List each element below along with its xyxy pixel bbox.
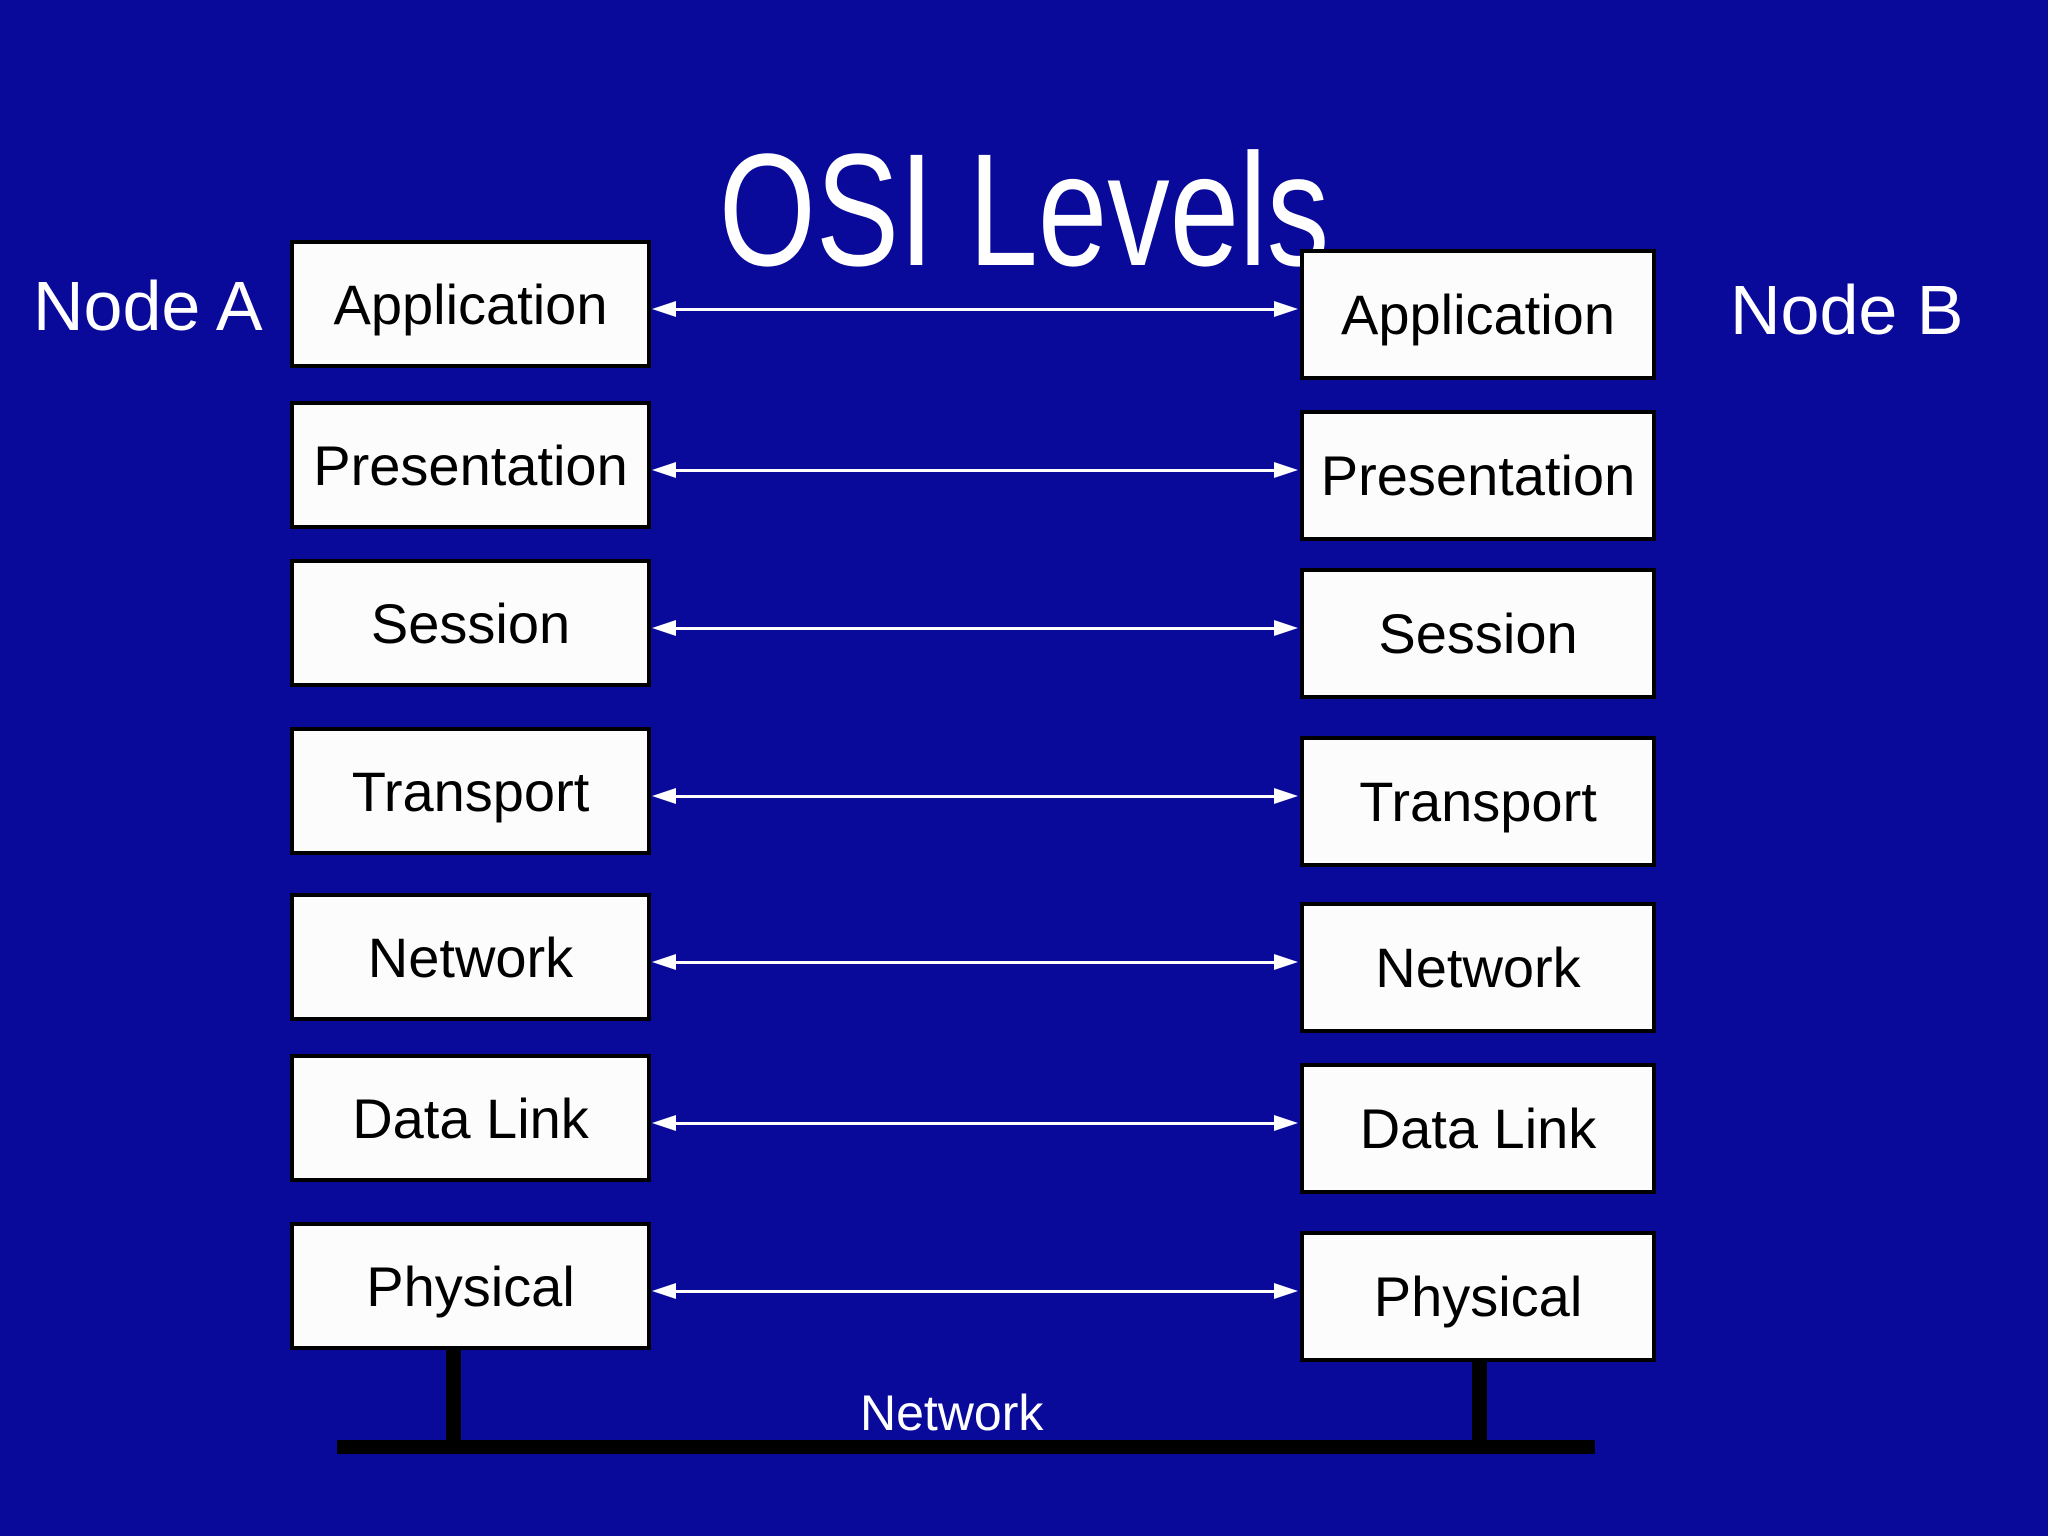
arrowhead-right-icon	[1274, 788, 1298, 804]
application-link-arrow	[652, 301, 1298, 317]
node-a-data-link-box: Data Link	[290, 1054, 651, 1182]
arrowhead-left-icon	[652, 462, 676, 478]
arrow-line	[668, 308, 1282, 311]
node-a-transport-box: Transport	[290, 727, 651, 855]
arrowhead-left-icon	[652, 788, 676, 804]
transport-link-arrow	[652, 788, 1298, 804]
node-a-network-box: Network	[290, 893, 651, 1021]
arrowhead-left-icon	[652, 1283, 676, 1299]
arrow-line	[668, 1290, 1282, 1293]
arrow-line	[668, 961, 1282, 964]
node-b-presentation-box: Presentation	[1300, 410, 1656, 541]
arrowhead-left-icon	[652, 620, 676, 636]
physical-link-arrow	[652, 1283, 1298, 1299]
node-b-label: Node B	[1730, 271, 1964, 349]
data-link-link-arrow	[652, 1115, 1298, 1131]
arrowhead-right-icon	[1274, 462, 1298, 478]
arrowhead-left-icon	[652, 954, 676, 970]
node-a-presentation-box: Presentation	[290, 401, 651, 529]
node-b-data-link-box: Data Link	[1300, 1063, 1656, 1194]
arrow-line	[668, 627, 1282, 630]
node-b-transport-box: Transport	[1300, 736, 1656, 867]
network-bus-label: Network	[860, 1385, 1044, 1441]
arrow-line	[668, 795, 1282, 798]
arrow-line	[668, 469, 1282, 472]
node-a-bus-connector	[446, 1350, 461, 1442]
node-b-physical-box: Physical	[1300, 1231, 1656, 1362]
node-b-session-box: Session	[1300, 568, 1656, 699]
layer-row-data-link: Data Link Data Link	[0, 1054, 2048, 1194]
layer-row-network: Network Network	[0, 893, 2048, 1033]
node-a-application-box: Application	[290, 240, 651, 368]
slide-title: OSI Levels	[718, 120, 1330, 299]
arrowhead-right-icon	[1274, 1283, 1298, 1299]
network-link-arrow	[652, 954, 1298, 970]
presentation-link-arrow	[652, 462, 1298, 478]
session-link-arrow	[652, 620, 1298, 636]
arrowhead-right-icon	[1274, 620, 1298, 636]
node-b-application-box: Application	[1300, 249, 1656, 380]
arrowhead-left-icon	[652, 1115, 676, 1131]
arrowhead-right-icon	[1274, 954, 1298, 970]
node-a-physical-box: Physical	[290, 1222, 651, 1350]
layer-row-session: Session Session	[0, 559, 2048, 699]
node-a-session-box: Session	[290, 559, 651, 687]
layer-row-presentation: Presentation Presentation	[0, 401, 2048, 541]
layer-row-physical: Physical Physical	[0, 1222, 2048, 1362]
layer-row-application: Application Application	[0, 240, 2048, 380]
node-b-network-box: Network	[1300, 902, 1656, 1033]
arrowhead-right-icon	[1274, 301, 1298, 317]
arrowhead-left-icon	[652, 301, 676, 317]
layer-row-transport: Transport Transport	[0, 727, 2048, 867]
arrow-line	[668, 1122, 1282, 1125]
arrowhead-right-icon	[1274, 1115, 1298, 1131]
node-a-label: Node A	[33, 267, 263, 345]
network-bus-line	[337, 1440, 1595, 1454]
node-b-bus-connector	[1472, 1361, 1487, 1442]
